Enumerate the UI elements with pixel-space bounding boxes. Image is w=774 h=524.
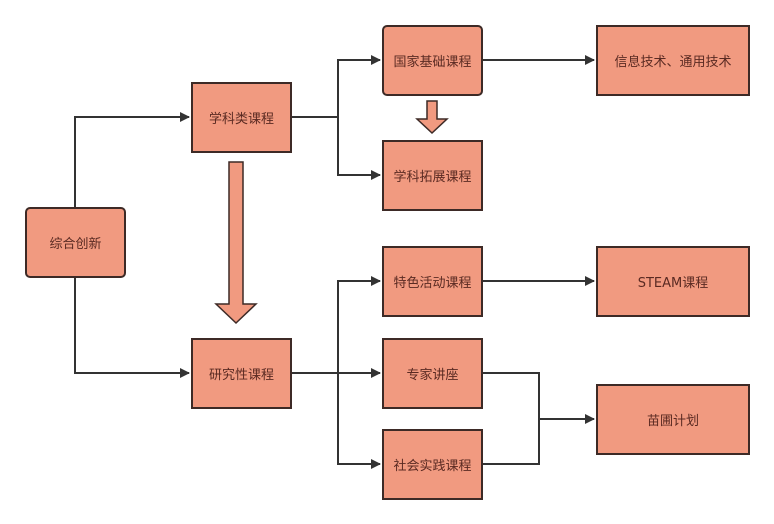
node-subject-courses[interactable]: 学科类课程: [191, 82, 292, 153]
node-national-basic-courses[interactable]: 国家基础课程: [382, 25, 483, 96]
connector-lecture-to-nursery: [482, 372, 540, 419]
node-label: 苗圃计划: [646, 414, 699, 429]
node-subject-extension-courses[interactable]: 学科拓展课程: [382, 140, 483, 211]
node-label: 特色活动课程: [393, 276, 472, 291]
node-research-courses[interactable]: 研究性课程: [191, 338, 292, 409]
node-comprehensive-innovation[interactable]: 综合创新: [25, 207, 126, 278]
connector-root-to-subject: [74, 112, 190, 207]
block-arrow-subject-to-research: [214, 161, 258, 325]
node-label: 综合创新: [49, 237, 102, 252]
connector-subject-to-national: [291, 55, 381, 118]
node-label: 信息技术、通用技术: [614, 55, 732, 70]
node-label: STEAM课程: [637, 276, 709, 291]
node-expert-lectures[interactable]: 专家讲座: [382, 338, 483, 409]
connector-research-to-social: [337, 373, 381, 469]
node-steam-courses[interactable]: STEAM课程: [596, 246, 750, 317]
node-label: 学科拓展课程: [393, 170, 472, 185]
node-label: 国家基础课程: [393, 55, 472, 70]
connector-social-to-nursery: [482, 414, 595, 465]
node-special-activity-courses[interactable]: 特色活动课程: [382, 246, 483, 317]
connector-subject-to-extension: [337, 117, 381, 180]
connector-research-to-special: [291, 276, 381, 374]
node-label: 学科类课程: [208, 112, 274, 127]
block-arrow-national-to-extension: [415, 100, 449, 135]
connector-root-to-research: [74, 277, 190, 378]
node-nursery-program[interactable]: 苗圃计划: [596, 384, 750, 455]
node-label: 社会实践课程: [393, 459, 472, 474]
node-label: 专家讲座: [406, 368, 459, 383]
node-info-general-tech[interactable]: 信息技术、通用技术: [596, 25, 750, 96]
node-label: 研究性课程: [208, 368, 274, 383]
node-social-practice-courses[interactable]: 社会实践课程: [382, 429, 483, 500]
